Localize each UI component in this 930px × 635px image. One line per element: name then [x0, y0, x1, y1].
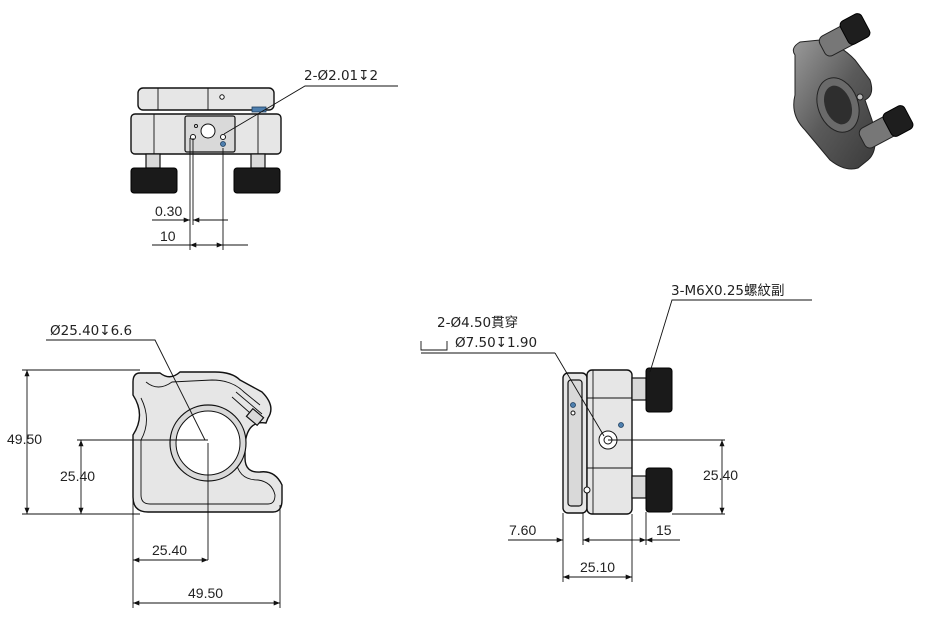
top-blue-mark	[251, 106, 267, 113]
side-dim-depth: 25.10	[580, 559, 615, 575]
top-hole-note: 2-Ø2.01↧2	[304, 68, 378, 84]
front-height-total: 49.50	[7, 431, 42, 447]
side-dim-plate: 7.60	[509, 522, 536, 538]
side-cbore-note: Ø7.50↧1.90	[455, 335, 537, 351]
iso-knob-bottom	[882, 105, 914, 137]
side-knob-bottom	[645, 467, 673, 513]
top-view: 2-Ø2.01↧2 0.30 10	[130, 68, 398, 250]
side-through-note: 2-Ø4.50貫穿	[437, 315, 518, 331]
side-knob-top	[645, 367, 673, 413]
front-bore-note: Ø25.40↧6.6	[50, 323, 132, 339]
front-height-center: 25.40	[60, 468, 95, 484]
knob-left	[130, 167, 178, 194]
iso-knob-top	[839, 13, 871, 45]
side-dim-knob: 15	[656, 522, 672, 538]
front-width-total: 49.50	[188, 585, 223, 601]
top-dim-width: 10	[160, 228, 176, 244]
side-thread-note: 3-M6X0.25螺紋副	[671, 283, 785, 299]
side-center-height: 25.40	[703, 467, 738, 483]
knob-right	[233, 167, 281, 194]
front-view: Ø25.40↧6.6 49.50 25.40 25.40 49.50	[7, 323, 283, 608]
front-width-center: 25.40	[152, 542, 187, 558]
counterbore-symbol	[420, 341, 448, 351]
top-plate	[137, 87, 275, 111]
top-center-hole	[200, 123, 216, 139]
side-view: 3-M6X0.25螺紋副 2-Ø4.50貫穿 Ø7.50↧1.90 25.40 …	[420, 283, 812, 582]
top-dim-offset: 0.30	[155, 203, 182, 219]
isometric-view	[792, 13, 914, 170]
